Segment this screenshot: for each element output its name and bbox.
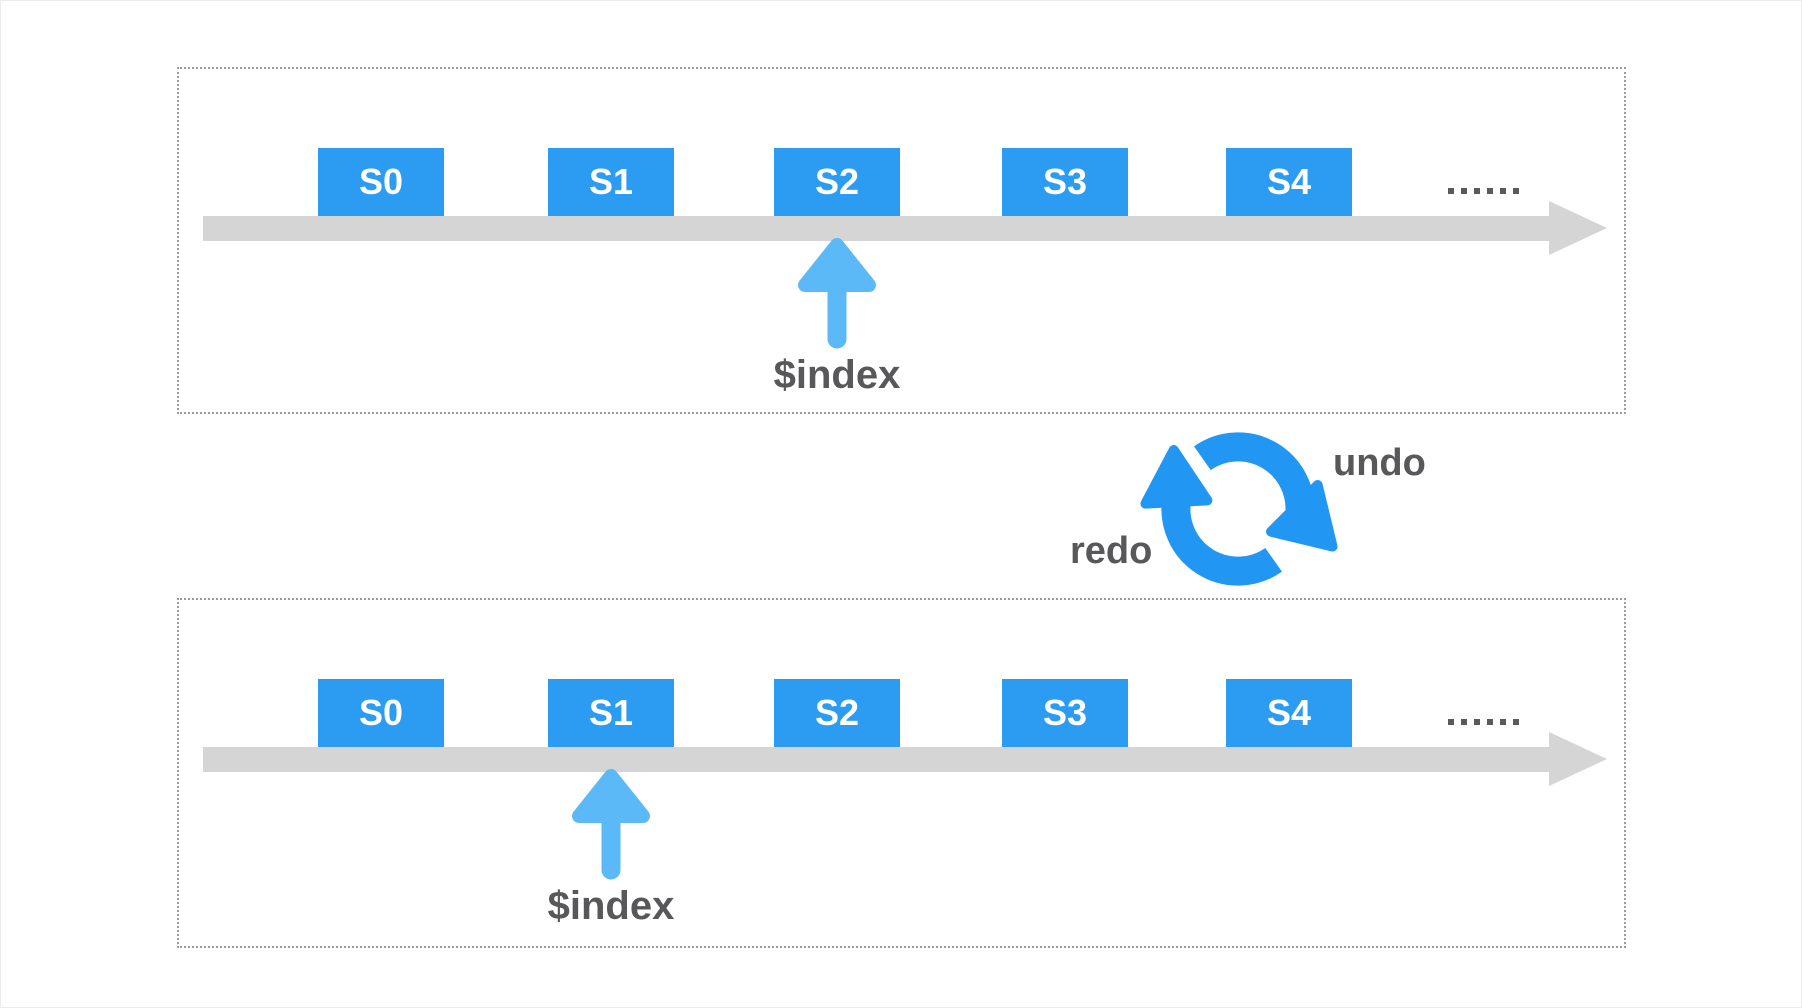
ellipsis-icon bbox=[1448, 719, 1519, 725]
index-pointer-label: $index bbox=[773, 353, 901, 397]
ellipsis-dot bbox=[1513, 188, 1519, 194]
index-pointer-label: $index bbox=[547, 884, 675, 928]
timeline-bar bbox=[203, 216, 1549, 241]
ellipsis-dot bbox=[1474, 719, 1480, 725]
state-box-s3: S3 bbox=[1002, 148, 1128, 216]
state-box-s0: S0 bbox=[318, 148, 444, 216]
undo-label: undo bbox=[1333, 442, 1426, 484]
ellipsis-dot bbox=[1487, 188, 1493, 194]
ellipsis-dot bbox=[1461, 188, 1467, 194]
index-pointer: $index bbox=[737, 237, 937, 397]
timeline-arrowhead-icon bbox=[1549, 732, 1607, 786]
state-box-s4: S4 bbox=[1226, 679, 1352, 747]
state-box-s1: S1 bbox=[548, 679, 674, 747]
ellipsis-dot bbox=[1513, 719, 1519, 725]
ellipsis-dot bbox=[1487, 719, 1493, 725]
ellipsis-dot bbox=[1461, 719, 1467, 725]
timeline-bar bbox=[203, 747, 1549, 772]
up-arrow-icon bbox=[798, 238, 876, 349]
timeline-arrowhead-icon bbox=[1549, 201, 1607, 255]
ellipsis-dot bbox=[1500, 188, 1506, 194]
ellipsis-dot bbox=[1474, 188, 1480, 194]
state-box-s4: S4 bbox=[1226, 148, 1352, 216]
undo-redo-cycle-icon bbox=[1140, 428, 1340, 590]
history-timeline-panel-bottom: S0 S1 S2 S3 S4 $index bbox=[177, 598, 1626, 948]
up-arrow-icon bbox=[572, 769, 650, 880]
ellipsis-dot bbox=[1500, 719, 1506, 725]
ellipsis-dot bbox=[1448, 719, 1454, 725]
ellipsis-dot bbox=[1448, 188, 1454, 194]
state-box-s2: S2 bbox=[774, 148, 900, 216]
ellipsis-icon bbox=[1448, 188, 1519, 194]
state-box-s0: S0 bbox=[318, 679, 444, 747]
index-pointer: $index bbox=[511, 768, 711, 928]
state-box-s3: S3 bbox=[1002, 679, 1128, 747]
state-box-s2: S2 bbox=[774, 679, 900, 747]
state-box-s1: S1 bbox=[548, 148, 674, 216]
redo-label: redo bbox=[1070, 530, 1153, 572]
history-timeline-panel-top: S0 S1 S2 S3 S4 $index bbox=[177, 67, 1626, 414]
